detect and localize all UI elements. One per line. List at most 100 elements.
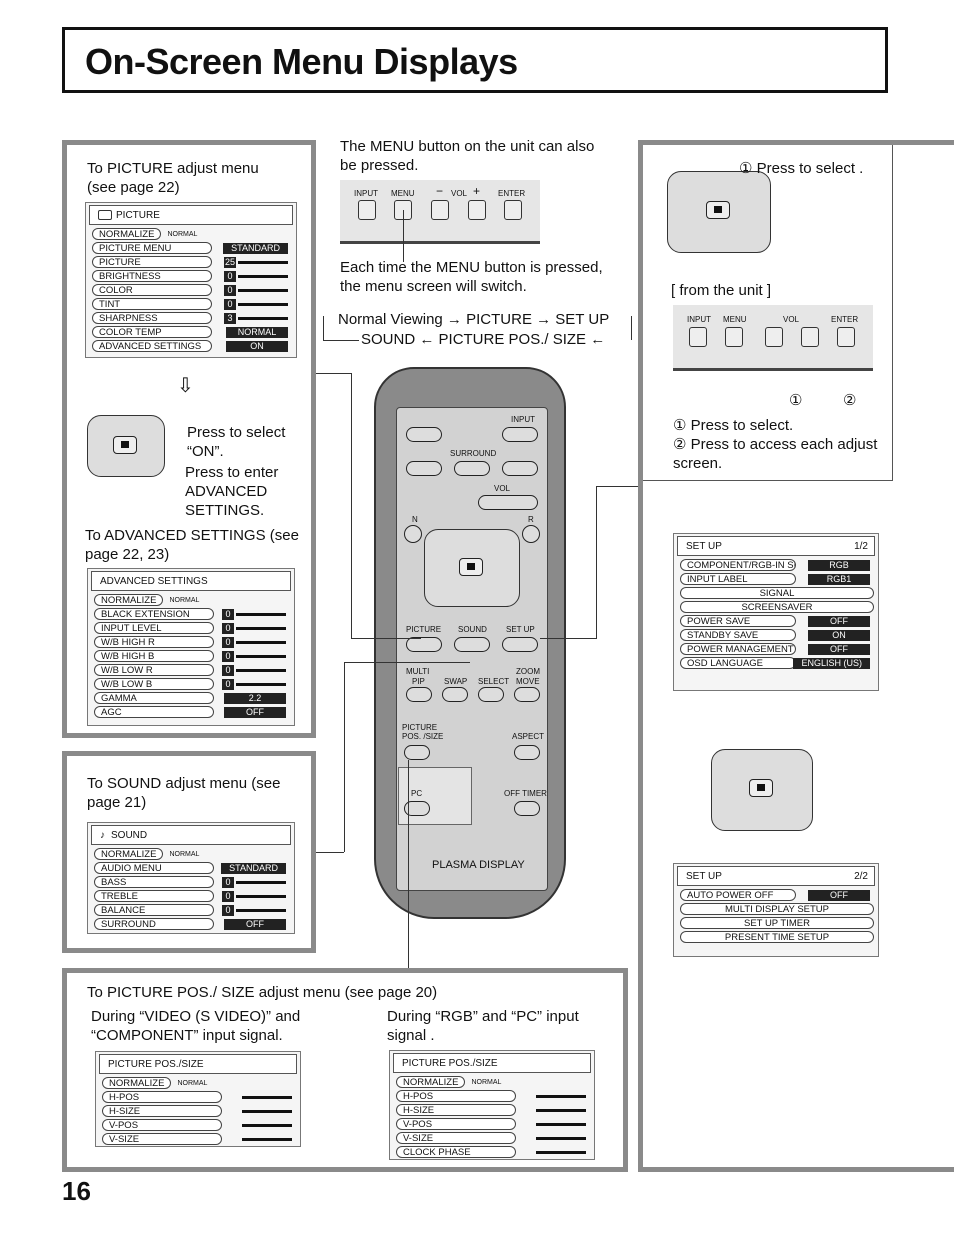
power-button[interactable] <box>406 427 442 442</box>
pc-button[interactable] <box>404 801 430 816</box>
picture-button[interactable] <box>406 637 442 652</box>
n-button[interactable] <box>404 525 422 543</box>
menu-row[interactable]: SCREENSAVER <box>680 600 874 614</box>
multi-button[interactable] <box>406 461 442 476</box>
pos-size-button[interactable] <box>404 745 430 760</box>
slider-bar[interactable] <box>242 1137 292 1141</box>
pip-button[interactable] <box>406 687 432 702</box>
menu-row[interactable]: H-POS <box>396 1089 590 1103</box>
menu-row[interactable]: H-SIZE <box>102 1104 296 1118</box>
slider-bar[interactable] <box>242 1123 292 1127</box>
menu-button[interactable] <box>725 327 743 347</box>
vol-down-button[interactable] <box>431 200 449 220</box>
menu-row-value: ON <box>808 629 870 641</box>
dpad-icon[interactable] <box>87 415 165 477</box>
sound-button[interactable] <box>454 637 490 652</box>
enter-button[interactable] <box>504 200 522 220</box>
off-timer-button[interactable] <box>514 801 540 816</box>
slider-bar[interactable] <box>238 274 288 278</box>
slider-bar[interactable] <box>536 1150 586 1154</box>
menu-row[interactable]: MULTI DISPLAY SETUP <box>680 902 874 916</box>
menu-row[interactable]: SET UP TIMER <box>680 916 874 930</box>
setup-dpad[interactable] <box>667 171 771 253</box>
slider-bar[interactable] <box>236 640 286 644</box>
move-button[interactable] <box>514 687 540 702</box>
menu-row[interactable]: V-POS <box>102 1118 296 1132</box>
slider-bar[interactable] <box>238 316 288 320</box>
vol-up-button[interactable] <box>801 327 819 347</box>
menu-row[interactable]: V-POS <box>396 1117 590 1131</box>
setup-button[interactable] <box>502 637 538 652</box>
swap-button[interactable] <box>442 687 468 702</box>
slider-bar[interactable] <box>236 880 286 884</box>
surround-button[interactable] <box>454 461 490 476</box>
slider-bar[interactable] <box>238 288 288 292</box>
input-button[interactable] <box>502 427 538 442</box>
slider-bar[interactable] <box>238 302 288 306</box>
slider-bar[interactable] <box>236 626 286 630</box>
input-button[interactable] <box>358 200 376 220</box>
mute-button[interactable] <box>502 461 538 476</box>
menu-row[interactable]: SIGNAL <box>680 586 874 600</box>
slider-bar[interactable] <box>236 682 286 686</box>
menu-row[interactable]: CLOCK PHASE <box>396 1145 590 1159</box>
slider-bar[interactable] <box>236 612 286 616</box>
slider-bar[interactable] <box>236 654 286 658</box>
slider-bar[interactable] <box>242 1109 292 1113</box>
input-button[interactable] <box>689 327 707 347</box>
menu-row[interactable]: H-SIZE <box>396 1103 590 1117</box>
vol-up-button[interactable] <box>468 200 486 220</box>
menu-row[interactable]: COMPONENT/RGB-IN SELECTRGB <box>680 558 874 572</box>
vol-buttons[interactable] <box>478 495 538 510</box>
slider-bar[interactable] <box>242 1095 292 1099</box>
menu-row[interactable]: PRESENT TIME SETUP <box>680 930 874 944</box>
menu-row[interactable]: V-SIZE <box>396 1131 590 1145</box>
enter-button[interactable] <box>837 327 855 347</box>
aspect-button[interactable] <box>514 745 540 760</box>
slider-bar[interactable] <box>536 1122 586 1126</box>
setup-dpad-2[interactable] <box>711 749 813 831</box>
slider-bar[interactable] <box>236 668 286 672</box>
menu-row[interactable]: H-POS <box>102 1090 296 1104</box>
slider-bar[interactable] <box>236 908 286 912</box>
slider-bar[interactable] <box>536 1108 586 1112</box>
vol-down-button[interactable] <box>765 327 783 347</box>
slider-bar[interactable] <box>536 1136 586 1140</box>
slider-bar[interactable] <box>536 1094 586 1098</box>
select-button[interactable] <box>478 687 504 702</box>
remote-dpad[interactable] <box>424 529 520 607</box>
menu-row[interactable]: V-SIZE <box>102 1132 296 1146</box>
menu-row-label: PICTURE <box>92 256 212 268</box>
slider-bar[interactable] <box>236 894 286 898</box>
slider-bar[interactable] <box>238 260 288 264</box>
r-button[interactable] <box>522 525 540 543</box>
